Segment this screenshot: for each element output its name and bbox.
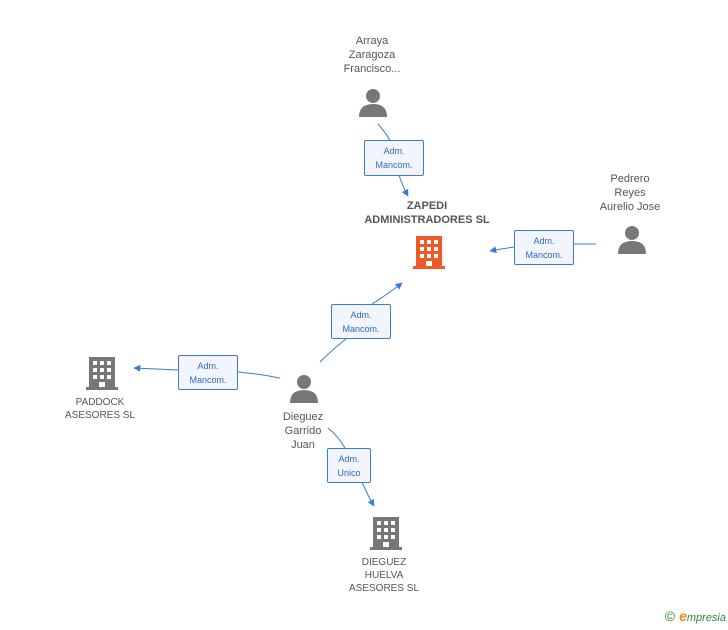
label-line: Aurelio Jose — [599, 201, 661, 213]
label-line: Zaragoza — [348, 49, 396, 61]
edge-label-line: Unico — [337, 468, 361, 478]
edge-juan-huelva — [327, 427, 374, 506]
node-label-zapedi: ZAPEDI ADMINISTRADORES SL — [352, 199, 502, 227]
building-icon[interactable] — [86, 355, 118, 391]
person-icon[interactable] — [617, 225, 647, 255]
edge-label-line: Adm. — [350, 310, 372, 320]
edge-label-line: Mancom. — [189, 375, 227, 385]
label-line: HUELVA — [364, 570, 404, 581]
node-label-dieguez-juan: Dieguez Garrido Juan — [253, 410, 353, 452]
label-line: Pedrero — [610, 173, 650, 185]
label-line: PADDOCK — [75, 397, 125, 408]
edge-label-line: Adm. — [383, 146, 405, 156]
person-icon[interactable] — [289, 374, 319, 404]
edge-juan-paddock — [134, 368, 281, 379]
node-label-dieguez-huelva: DIEGUEZ HUELVA ASESORES SL — [334, 556, 434, 595]
label-line: Arraya — [355, 35, 389, 47]
edge-pedrero-zapedi — [490, 243, 596, 251]
edge-label-juan-zapedi[interactable]: Adm. Mancom. — [331, 304, 391, 339]
node-label-paddock: PADDOCK ASESORES SL — [50, 396, 150, 422]
edge-label-line: Mancom. — [342, 324, 380, 334]
edge-label-juan-huelva[interactable]: Adm. Unico — [327, 448, 371, 483]
brand-footer[interactable]: ©empresia — [665, 608, 726, 624]
edge-label-line: Mancom. — [375, 160, 413, 170]
label-line: DIEGUEZ — [361, 557, 407, 568]
edge-label-line: Adm. — [197, 361, 219, 371]
label-line: Reyes — [614, 187, 646, 199]
label-line: Juan — [291, 439, 315, 451]
label-line: Dieguez — [282, 411, 324, 423]
edge-label-pedrero-zapedi[interactable]: Adm. Mancom. — [514, 230, 574, 265]
label-line: Francisco... — [343, 63, 401, 75]
edge-label-line: Adm. — [338, 454, 360, 464]
edge-label-juan-paddock[interactable]: Adm. Mancom. — [178, 355, 238, 390]
building-icon[interactable] — [370, 515, 402, 551]
edge-label-line: Adm. — [533, 236, 555, 246]
label-line: ZAPEDI — [406, 200, 448, 212]
node-label-arraya: Arraya Zaragoza Francisco... — [322, 34, 422, 76]
node-label-pedrero: Pedrero Reyes Aurelio Jose — [580, 172, 680, 214]
brand-logo-initial: e — [679, 608, 687, 624]
brand-logo-text: mpresia — [686, 612, 726, 624]
building-icon[interactable] — [413, 234, 445, 270]
person-icon[interactable] — [358, 88, 388, 118]
label-line: Garrido — [284, 425, 322, 437]
copyright-symbol: © — [664, 608, 676, 624]
label-line: ASESORES SL — [64, 410, 136, 421]
label-line: ADMINISTRADORES SL — [364, 214, 490, 226]
label-line: ASESORES SL — [348, 583, 420, 594]
edge-label-arraya-zapedi[interactable]: Adm. Mancom. — [364, 140, 424, 176]
edge-label-line: Mancom. — [525, 250, 563, 260]
